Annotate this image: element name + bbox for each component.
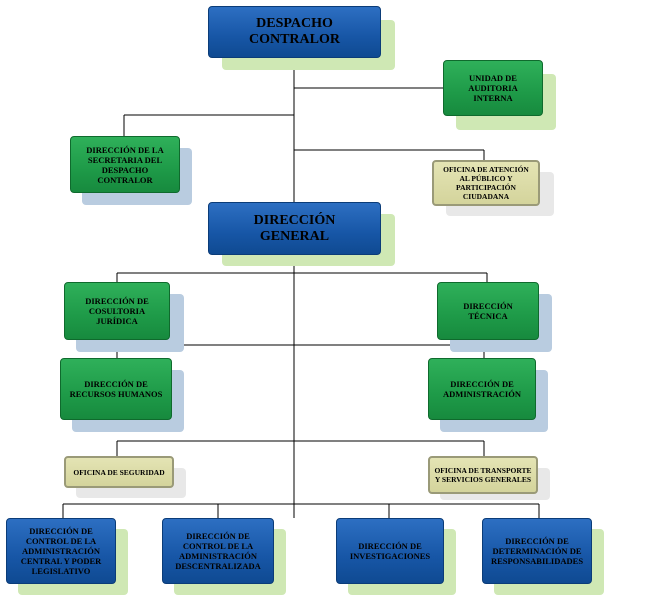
node-administracion: DIRECCIÓN DE ADMINISTRACIÓN bbox=[428, 358, 536, 420]
node-auditoria-interna: UNIDAD DE AUDITORIA INTERNA bbox=[443, 60, 543, 116]
node-label: UNIDAD DE AUDITORIA INTERNA bbox=[468, 73, 518, 103]
node-consultoria-juridica: DIRECCIÓN DE COSULTORIA JURÍDICA bbox=[64, 282, 170, 340]
node-secretaria-despacho: DIRECCIÓN DE LA SECRETARIA DEL DESPACHO … bbox=[70, 136, 180, 193]
node-label: DIRECCIÓN DE COSULTORIA JURÍDICA bbox=[85, 296, 149, 326]
node-label: DIRECCIÓN DE CONTROL DE LA ADMINISTRACIÓ… bbox=[20, 526, 102, 576]
node-label: DIRECCIÓN DE ADMINISTRACIÓN bbox=[443, 379, 521, 399]
node-label: OFICINA DE ATENCIÓN AL PÚBLICO Y PARTICI… bbox=[443, 165, 529, 201]
node-control-descentralizada: DIRECCIÓN DE CONTROL DE LA ADMINISTRACIÓ… bbox=[162, 518, 274, 584]
node-transporte: OFICINA DE TRANSPORTE Y SERVICIOS GENERA… bbox=[428, 456, 538, 494]
node-label: DESPACHO CONTRALOR bbox=[248, 16, 340, 47]
node-responsabilidades: DIRECCIÓN DE DETERMINACIÓN DE RESPONSABI… bbox=[482, 518, 592, 584]
node-label: DIRECCIÓN DE DETERMINACIÓN DE RESPONSABI… bbox=[490, 536, 584, 566]
node-label: DIRECCIÓN DE INVESTIGACIONES bbox=[349, 541, 431, 561]
node-label: OFICINA DE SEGURIDAD bbox=[73, 467, 165, 477]
node-investigaciones: DIRECCIÓN DE INVESTIGACIONES bbox=[336, 518, 444, 584]
node-label: DIRECCIÓN GENERAL bbox=[253, 212, 336, 244]
node-control-central: DIRECCIÓN DE CONTROL DE LA ADMINISTRACIÓ… bbox=[6, 518, 116, 584]
node-direccion-tecnica: DIRECCIÓN TÉCNICA bbox=[437, 282, 539, 340]
node-atencion-publico: OFICINA DE ATENCIÓN AL PÚBLICO Y PARTICI… bbox=[432, 160, 540, 206]
node-despacho-contralor: DESPACHO CONTRALOR bbox=[208, 6, 381, 58]
node-label: DIRECCIÓN DE CONTROL DE LA ADMINISTRACIÓ… bbox=[175, 531, 261, 571]
node-label: DIRECCIÓN DE LA SECRETARIA DEL DESPACHO … bbox=[86, 144, 164, 185]
node-oficina-seguridad: OFICINA DE SEGURIDAD bbox=[64, 456, 174, 488]
node-label: OFICINA DE TRANSPORTE Y SERVICIOS GENERA… bbox=[434, 466, 532, 484]
node-direccion-general: DIRECCIÓN GENERAL bbox=[208, 202, 381, 255]
node-recursos-humanos: DIRECCIÓN DE RECURSOS HUMANOS bbox=[60, 358, 172, 420]
node-label: DIRECCIÓN TÉCNICA bbox=[463, 301, 513, 321]
node-label: DIRECCIÓN DE RECURSOS HUMANOS bbox=[69, 379, 163, 399]
